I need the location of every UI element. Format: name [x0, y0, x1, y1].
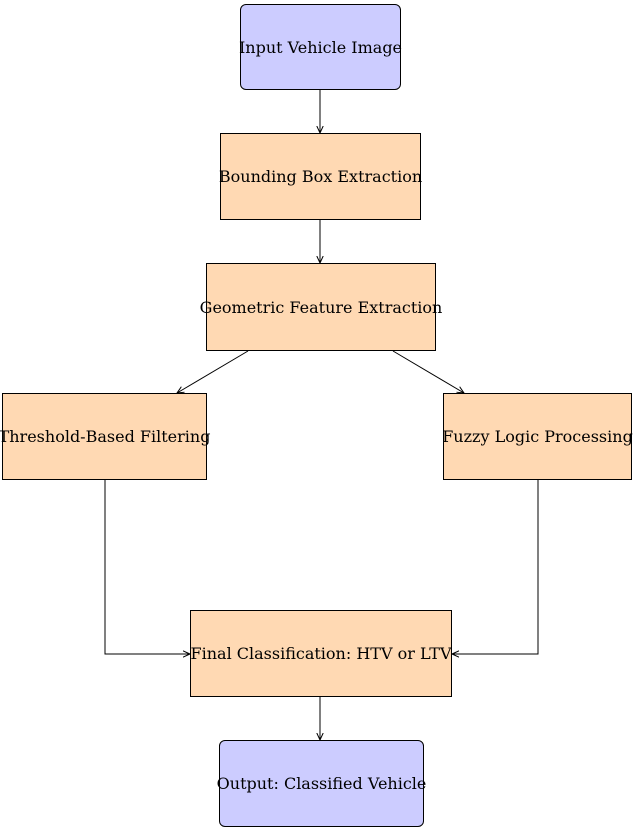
node-input-vehicle-image: Input Vehicle Image — [238, 4, 403, 90]
arrow-geom-to-fuzzy — [392, 350, 464, 393]
node-threshold-label: Threshold-Based Filtering — [0, 427, 211, 446]
node-geometric-feature-extraction: Geometric Feature Extraction — [200, 263, 442, 351]
node-output-label: Output: Classified Vehicle — [216, 774, 427, 793]
arrow-threshold-to-final — [104, 480, 190, 654]
node-threshold-based-filtering: Threshold-Based Filtering — [0, 393, 211, 480]
arrow-fuzzy-to-final — [452, 480, 539, 654]
node-bounding-box-extraction: Bounding Box Extraction — [218, 133, 423, 220]
arrow-geom-to-threshold — [177, 350, 249, 393]
node-output-classified-vehicle: Output: Classified Vehicle — [216, 740, 427, 827]
node-input-label: Input Vehicle Image — [238, 37, 403, 57]
node-fuzzy-logic-processing: Fuzzy Logic Processing — [442, 393, 633, 480]
node-fuzzy-label: Fuzzy Logic Processing — [442, 427, 633, 446]
node-bbox-label: Bounding Box Extraction — [218, 167, 423, 186]
node-final-classification: Final Classification: HTV or LTV — [190, 610, 452, 697]
node-geom-label: Geometric Feature Extraction — [199, 297, 443, 317]
node-final-label: Final Classification: HTV or LTV — [190, 644, 452, 663]
